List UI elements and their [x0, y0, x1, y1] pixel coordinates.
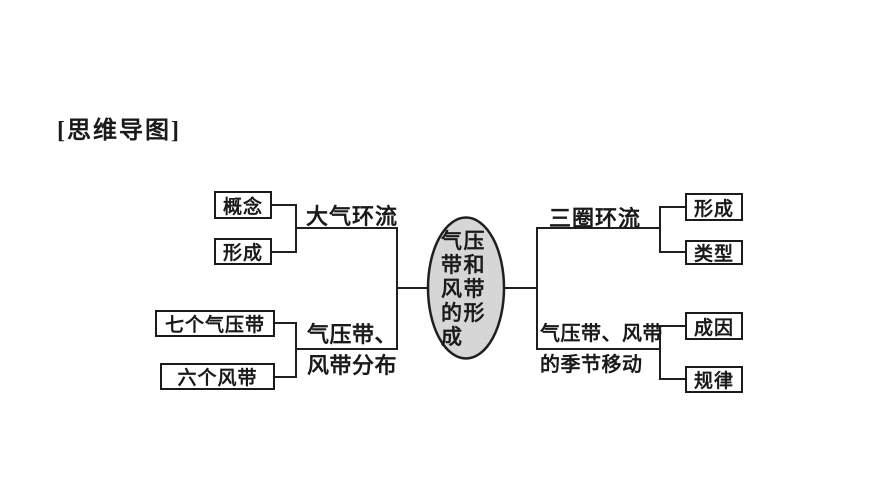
node-type: 类型	[685, 240, 743, 265]
branch-label-belt-distribution: 气压带、 风带分布	[307, 322, 398, 378]
central-topic-text: 气压 带和 风带 的形 成	[441, 229, 486, 349]
central-topic-ellipse	[426, 216, 506, 360]
node-formation-left: 形成	[214, 238, 272, 265]
wires-left-bottom-branch	[275, 322, 398, 378]
wire	[537, 325, 686, 380]
node-law: 规律	[685, 366, 743, 393]
node-formation-right: 形成	[685, 193, 743, 221]
wire	[272, 204, 398, 253]
wires-right-top-branch	[537, 206, 686, 253]
wires-left-top-branch	[272, 204, 398, 253]
page-title: [思维导图]	[57, 118, 181, 144]
wires-left-spine	[396, 227, 429, 350]
wire	[275, 322, 398, 378]
wire	[503, 227, 538, 350]
wire	[396, 227, 429, 350]
node-concept: 概念	[214, 191, 272, 219]
wires-right-bottom-branch	[537, 325, 686, 380]
branch-label-three-cell-circulation: 三圈环流	[549, 206, 642, 231]
branch-label-atmospheric-circulation: 大气环流	[306, 204, 399, 229]
node-cause: 成因	[685, 312, 743, 340]
node-seven-pressure-belts: 七个气压带	[155, 310, 275, 337]
wires-right-spine	[503, 227, 538, 350]
wire	[537, 206, 686, 253]
node-six-wind-belts: 六个风带	[160, 363, 275, 390]
branch-label-seasonal-movement: 气压带、风带 的季节移动	[540, 323, 663, 376]
